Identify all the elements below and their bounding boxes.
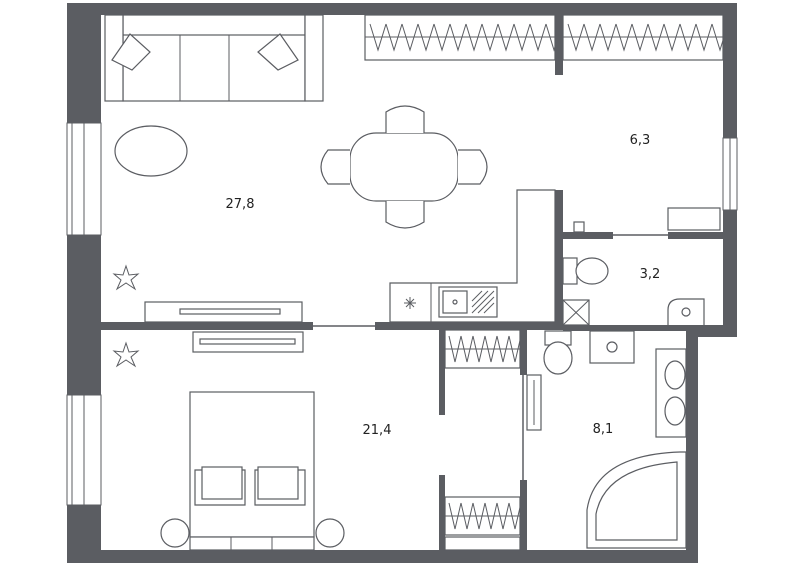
hanger xyxy=(529,23,547,52)
hanger xyxy=(449,23,467,52)
closet-top xyxy=(444,329,522,369)
wall-left-upper xyxy=(67,3,101,123)
wall-bath-right xyxy=(686,325,698,563)
area-label-living: 27,8 xyxy=(226,197,255,212)
hanger xyxy=(433,23,451,52)
hall-shoe-bench xyxy=(667,207,721,231)
internal-walls xyxy=(101,15,728,550)
closet-bottom xyxy=(444,496,522,551)
wall-wc-top-right xyxy=(668,232,728,239)
hanger xyxy=(417,23,435,52)
wall-left-middle xyxy=(67,235,101,395)
hanger xyxy=(472,335,486,363)
wall-closet-left-upper xyxy=(439,330,445,415)
hanger xyxy=(508,335,522,363)
hanger xyxy=(631,23,649,52)
drain-board xyxy=(471,290,495,314)
wall-closet-left-lower xyxy=(439,475,445,550)
bathtub xyxy=(586,451,687,549)
wall-bath-left-upper xyxy=(520,330,527,375)
hanger xyxy=(484,335,498,363)
windows xyxy=(66,122,738,506)
bath-toilet xyxy=(543,330,573,375)
hanger xyxy=(460,335,474,363)
hanger xyxy=(497,23,515,52)
wall-living-bedroom xyxy=(101,322,313,330)
area-label-bath: 8,1 xyxy=(593,422,614,437)
hanger xyxy=(385,23,403,52)
hanger xyxy=(679,23,697,52)
wall-wc-bottom xyxy=(563,325,686,331)
dining-table xyxy=(320,105,488,229)
wc-toilet xyxy=(562,257,609,285)
outer-walls xyxy=(67,3,737,563)
hanger xyxy=(513,23,531,52)
hanger xyxy=(545,23,563,52)
kitchen xyxy=(389,189,556,323)
hanger xyxy=(695,23,713,52)
plant-bedroom xyxy=(112,341,140,368)
wall-bottom xyxy=(67,550,697,563)
wall-right-upper xyxy=(723,3,737,138)
hanger xyxy=(567,23,585,52)
hanger xyxy=(401,23,419,52)
hanger xyxy=(448,335,462,363)
heated-rail xyxy=(526,374,542,431)
wall-wc-top-left xyxy=(563,232,613,239)
hanger xyxy=(508,502,522,530)
hanger xyxy=(615,23,633,52)
hanger xyxy=(472,502,486,530)
hanger xyxy=(496,335,510,363)
wardrobe-top xyxy=(364,14,729,61)
hanger xyxy=(465,23,483,52)
wall-wc-left xyxy=(555,190,563,330)
sofa xyxy=(104,14,324,102)
tv-stand xyxy=(144,301,303,323)
wall-kitchen-bottom xyxy=(375,322,560,330)
shaft xyxy=(562,299,590,326)
plant-living xyxy=(112,264,140,291)
wall-step-horizontal xyxy=(686,325,737,337)
area-label-hall: 6,3 xyxy=(630,133,651,148)
wall-top xyxy=(67,3,737,15)
area-label-bedroom: 21,4 xyxy=(363,423,392,438)
hanger xyxy=(369,23,387,52)
rug xyxy=(114,125,188,177)
hanger xyxy=(711,23,729,52)
bed xyxy=(160,391,345,551)
bath-sink xyxy=(589,330,635,364)
hanger xyxy=(663,23,681,52)
hanger xyxy=(647,23,665,52)
area-label-wc: 3,2 xyxy=(640,267,661,282)
wall-bath-left-lower xyxy=(520,480,527,550)
wc-sink xyxy=(667,298,705,325)
wall-wardrobe-divider xyxy=(555,15,563,75)
hanger xyxy=(496,502,510,530)
hanger xyxy=(599,23,617,52)
double-sink xyxy=(655,348,687,438)
hanger xyxy=(460,502,474,530)
tv-stand-bedroom xyxy=(192,331,304,353)
hanger xyxy=(481,23,499,52)
hanger xyxy=(484,502,498,530)
hanger xyxy=(583,23,601,52)
hanger xyxy=(448,502,462,530)
wall-right-lower xyxy=(723,210,737,335)
stove xyxy=(404,297,416,309)
hall-socket xyxy=(573,221,585,233)
